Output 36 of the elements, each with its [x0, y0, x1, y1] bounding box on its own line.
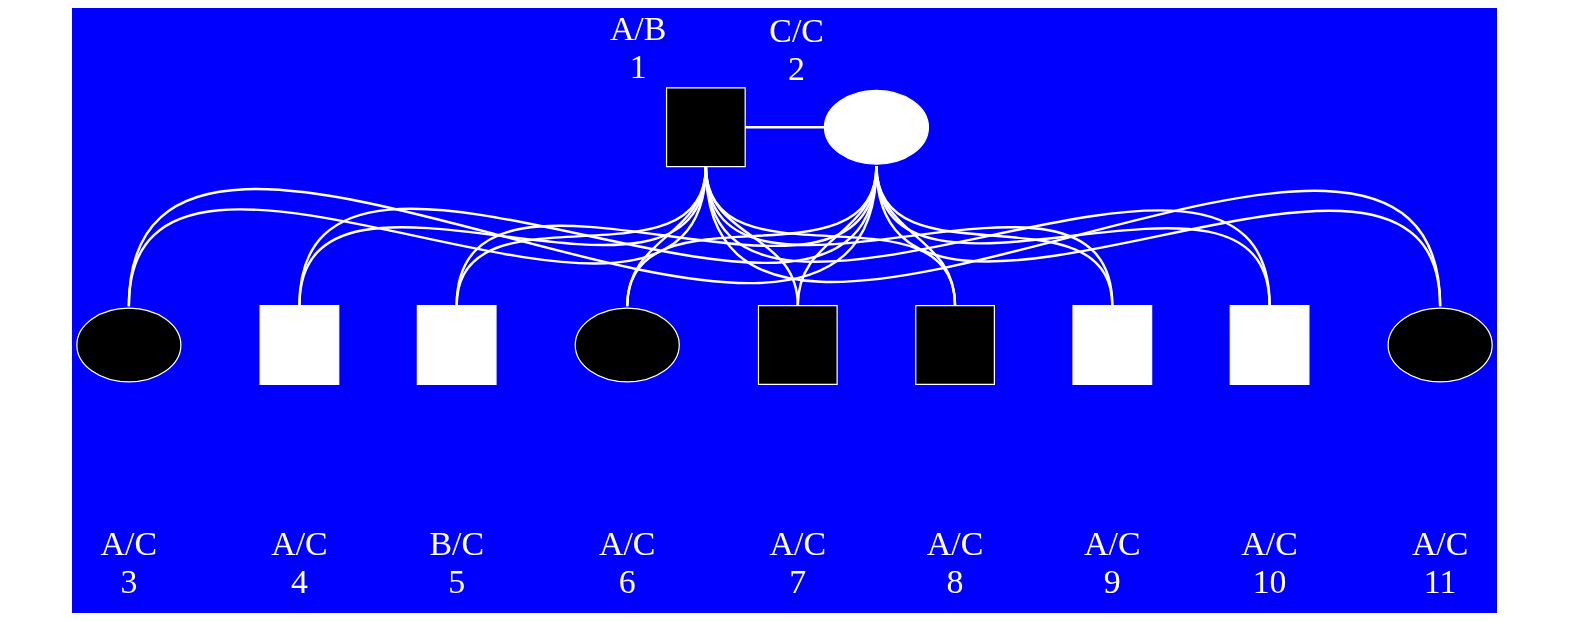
node-label: 8: [946, 562, 964, 600]
node-box: [915, 305, 995, 385]
node-label: 6: [618, 562, 636, 600]
node-ellipse: [76, 307, 182, 383]
node-label: 9: [1103, 562, 1121, 600]
node-box: [1229, 305, 1310, 385]
node-label: A/C: [271, 525, 328, 563]
node-label: 3: [120, 562, 138, 600]
node-label: A/C: [926, 525, 984, 563]
node-label: A/C: [1411, 525, 1469, 563]
node-box: [416, 305, 497, 385]
connector: [745, 126, 825, 129]
node-label: 11: [1423, 562, 1457, 600]
node-label: C/C: [769, 12, 824, 50]
node-label: A/C: [100, 525, 158, 563]
node-box: [1072, 305, 1153, 385]
node-box: [259, 305, 340, 385]
node-label: A/C: [1084, 525, 1141, 563]
node-ellipse: [823, 89, 930, 165]
node-label: 2: [788, 49, 806, 87]
node-ellipse: [1387, 307, 1493, 383]
node-ellipse: [574, 307, 680, 383]
connector: [704, 166, 1442, 307]
node-label: 5: [448, 562, 466, 600]
node-label: 1: [629, 47, 647, 85]
node-label: 7: [789, 562, 807, 600]
node-label: A/C: [769, 525, 827, 563]
node-box: [757, 305, 838, 385]
node-label: B/C: [429, 525, 484, 563]
node-box: [665, 87, 746, 168]
node-label: 10: [1252, 562, 1287, 600]
connector: [875, 165, 1442, 307]
node-label: A/B: [609, 10, 667, 48]
node-label: A/C: [599, 525, 656, 563]
node-label: A/C: [1241, 525, 1298, 563]
node-label: 4: [290, 562, 308, 600]
